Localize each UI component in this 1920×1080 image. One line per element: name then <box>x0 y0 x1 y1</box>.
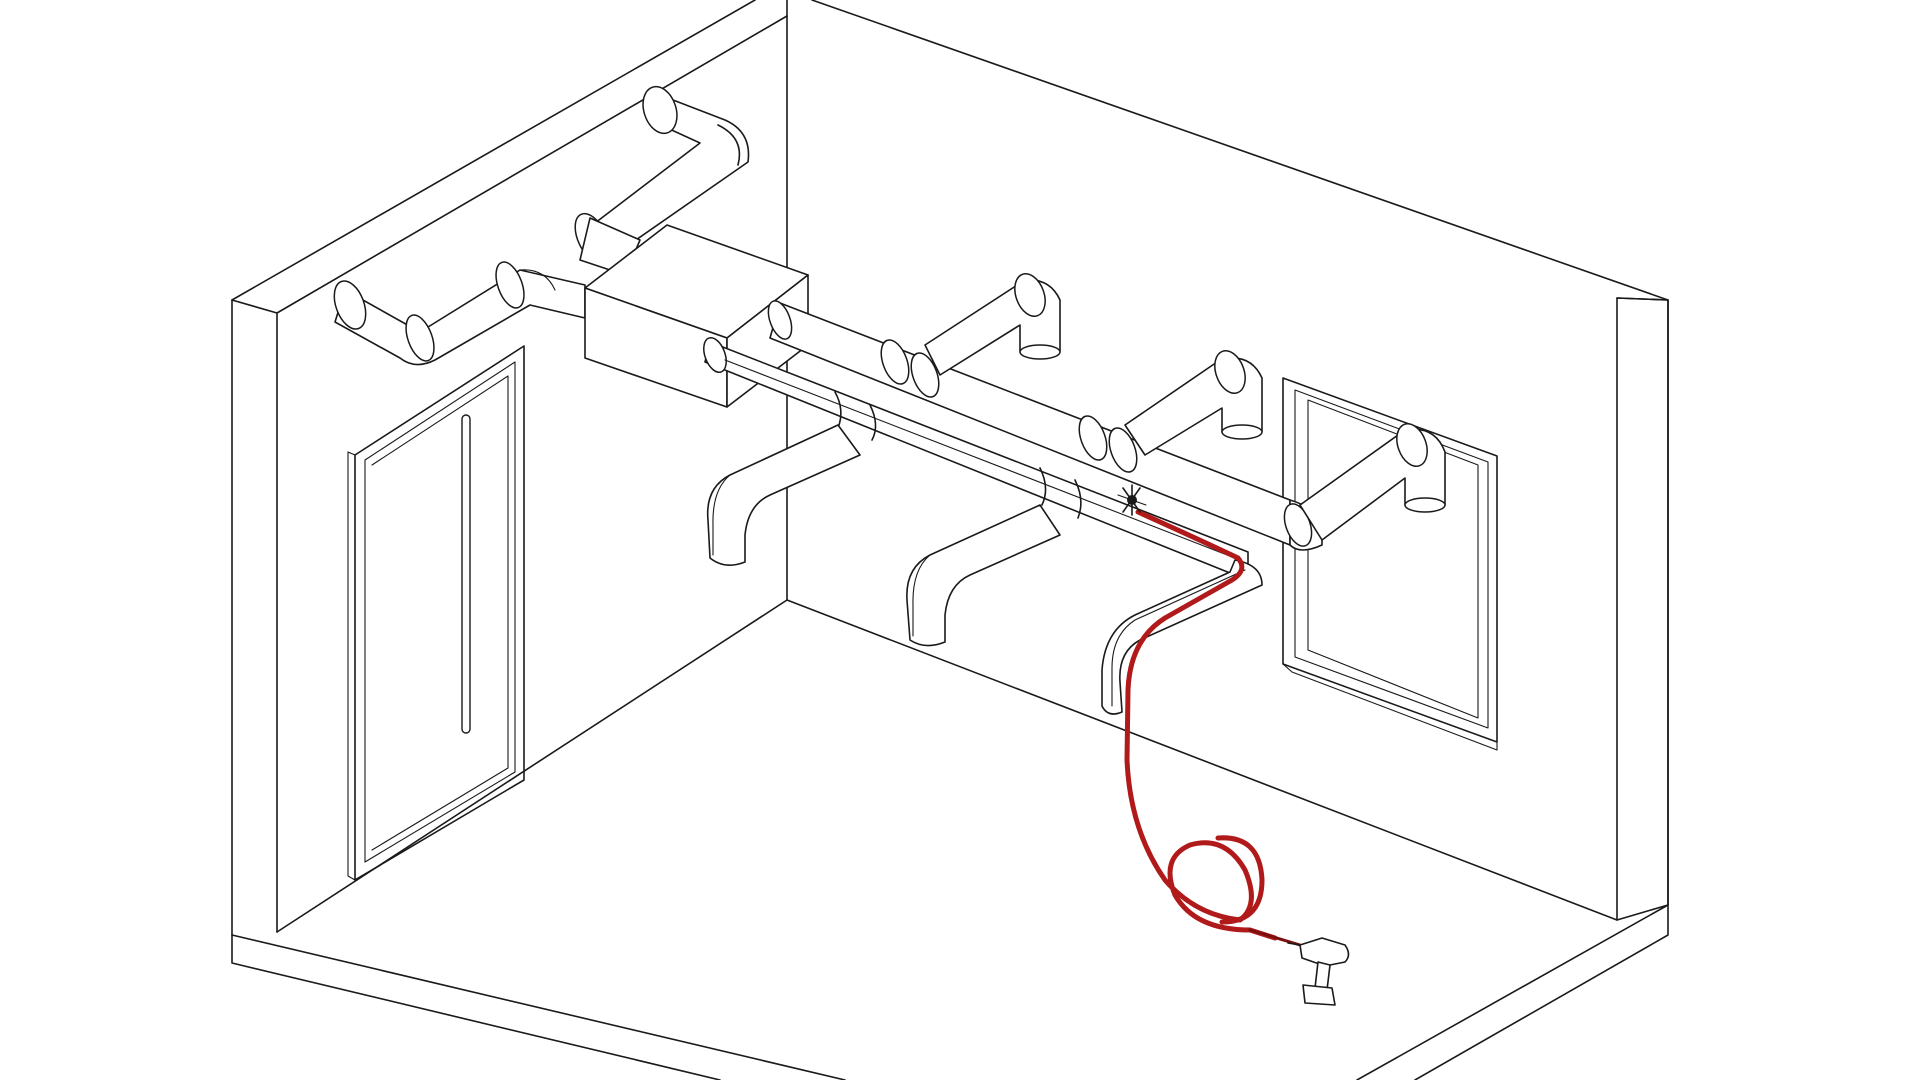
right-wall <box>1616 297 1669 921</box>
open-branch-1 <box>706 424 861 566</box>
upper-main-coupling-4 <box>1108 427 1138 473</box>
open-branch-3 <box>1101 559 1263 715</box>
door-handle <box>461 414 471 734</box>
cleaning-cable <box>1124 509 1302 947</box>
left-duct-end-cap <box>333 280 367 330</box>
back-wall-top-edge <box>811 0 1669 301</box>
left-duct-elbow-1 <box>405 314 435 362</box>
upper-duct-body <box>577 94 750 259</box>
left-duct-elbow-curve <box>519 269 556 291</box>
left-wall <box>231 299 278 936</box>
right-wall-cap <box>1616 297 1669 906</box>
riser-2-coupling <box>1214 350 1246 394</box>
cut-duct-inner-line <box>724 359 1241 561</box>
drill-battery <box>1302 984 1336 1006</box>
cut-open-duct <box>703 336 1263 715</box>
clip-icon <box>1117 484 1147 516</box>
left-duct-elbow-2 <box>495 261 525 309</box>
open-branch-2-edge <box>912 554 931 637</box>
riser-1-coupling <box>1014 273 1046 317</box>
open-branch-1-edge <box>712 474 731 556</box>
supply-duct-main-upper <box>767 300 1323 551</box>
upper-main-coupling-1 <box>880 339 910 385</box>
left-wall-top-edge <box>231 0 788 314</box>
riser-1-outlet <box>1019 344 1061 360</box>
left-duct-body <box>334 269 586 366</box>
riser-3-outlet <box>1404 497 1446 513</box>
upper-main-coupling-3 <box>1078 415 1108 461</box>
floor-left-edge <box>276 599 788 933</box>
cut-duct-start <box>703 336 727 374</box>
supply-duct-left <box>333 261 586 366</box>
cable-loop-outer <box>1215 835 1265 925</box>
cut-duct-coupling-1 <box>834 391 877 441</box>
floor-slab-edge <box>231 934 721 1080</box>
window <box>1282 377 1498 751</box>
back-wall <box>786 0 1618 921</box>
branch-riser-3 <box>1299 423 1446 541</box>
floor-right-slab <box>1414 904 1669 1080</box>
upper-main-coupling-2 <box>910 352 940 398</box>
return-duct-upper <box>574 85 750 276</box>
floor-front-edge <box>231 934 846 1080</box>
window-frame-outer <box>1282 377 1498 743</box>
cordless-drill-icon <box>1287 937 1350 1006</box>
door <box>347 345 525 881</box>
upper-duct-elbow-joint <box>717 124 741 166</box>
cable-to-tool <box>1248 928 1302 947</box>
upper-duct-end-cap <box>642 85 678 135</box>
cut-duct-coupling-2 <box>1039 467 1082 519</box>
window-sill <box>1282 663 1498 751</box>
floor-right-edge <box>1356 904 1669 1080</box>
branch-riser-1 <box>924 273 1061 376</box>
open-branch-3-edge <box>1111 569 1246 707</box>
upper-main-duct-start <box>767 300 793 340</box>
cable-main <box>1124 509 1278 941</box>
drill-body <box>1299 937 1350 967</box>
door-frame-outer <box>354 345 525 881</box>
riser-3-coupling <box>1396 423 1428 467</box>
room-shell <box>231 0 1669 1080</box>
door-frame-inner <box>364 361 516 863</box>
branch-riser-2 <box>1124 350 1263 456</box>
open-branch-2 <box>906 504 1061 647</box>
door-leaf <box>371 375 509 851</box>
riser-2-outlet <box>1221 424 1263 440</box>
door-jamb-depth <box>347 451 356 881</box>
drill-chuck <box>1287 942 1301 946</box>
